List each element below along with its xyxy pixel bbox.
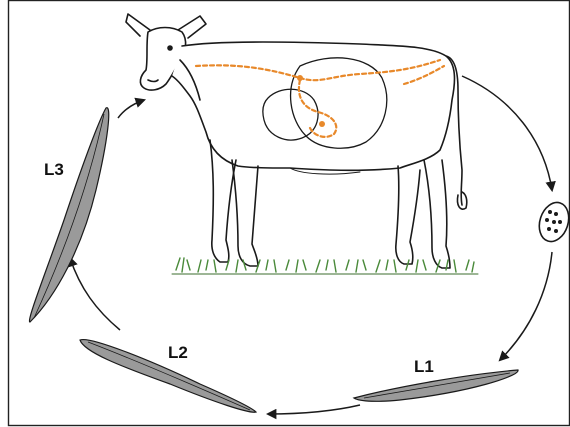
cow-eye bbox=[168, 46, 172, 50]
stage-label-l2: L2 bbox=[168, 343, 188, 362]
stage-label-l1: L1 bbox=[414, 357, 434, 376]
gut-dot bbox=[319, 121, 325, 127]
stage-label-l3: L3 bbox=[44, 160, 64, 179]
gut-dot bbox=[297, 75, 303, 81]
